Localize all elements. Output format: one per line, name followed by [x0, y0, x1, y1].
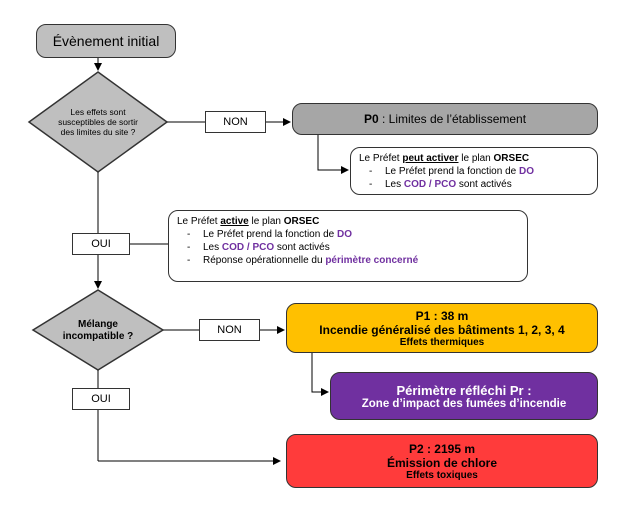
oui-label-2: OUI [72, 388, 130, 410]
non-label-1: NON [205, 111, 266, 133]
note2-item-1: Le Préfet prend la fonction de DO [177, 228, 519, 241]
note2-item-2: Les COD / PCO sont activés [177, 241, 519, 254]
note2-i3a: Réponse opérationnelle du [203, 255, 326, 266]
note-active: Le Préfet active le plan ORSEC Le Préfet… [168, 210, 528, 282]
connector-p0-to-note1 [317, 135, 349, 174]
decision-2-label: Mélange incompatible ? [58, 318, 138, 344]
non-text-2: NON [217, 324, 242, 336]
note2-i3b: périmètre concerné [325, 255, 419, 266]
p0-box: P0 : Limites de l’établissement [292, 103, 598, 135]
note1-item-1: Le Préfet prend la fonction de DO [359, 165, 589, 178]
p1-title: P1 : 38 m [415, 308, 469, 323]
note1-list: Le Préfet prend la fonction de DO Les CO… [359, 165, 589, 191]
note1-t1: Le Préfet [359, 153, 403, 164]
p2-title: P2 : 2195 m [408, 441, 476, 456]
p0-text: : Limites de l’établissement [378, 112, 527, 126]
p1-line3: Effets thermiques [399, 336, 485, 348]
note1-header: Le Préfet peut activer le plan ORSEC [359, 152, 589, 165]
connector-p1-to-pr [311, 352, 329, 396]
note-peut-activer: Le Préfet peut activer le plan ORSEC Le … [350, 147, 598, 195]
p2-line3: Effets toxiques [406, 469, 478, 481]
note1-i2b: COD / PCO [403, 179, 457, 190]
note1-item-2: Les COD / PCO sont activés [359, 178, 589, 191]
note2-t3: le plan [248, 216, 284, 227]
decision-1-label: Les effets sont susceptibles de sortir d… [52, 100, 144, 144]
note2-i2a: Les [203, 242, 222, 253]
p0-label: P0 : Limites de l’établissement [364, 112, 526, 126]
note2-list: Le Préfet prend la fonction de DO Les CO… [177, 228, 519, 267]
start-box: Évènement initial [36, 24, 176, 58]
pr-line2: Zone d’impact des fumées d’incendie [361, 397, 567, 410]
pr-box: Périmètre réfléchi Pr : Zone d’impact de… [330, 372, 598, 420]
note1-i1b: DO [518, 166, 534, 177]
p2-line2: Émission de chlore [386, 455, 498, 470]
note1-i2c: sont activés [456, 179, 512, 190]
p0-code: P0 [363, 112, 379, 126]
note1-t4: ORSEC [493, 153, 530, 164]
non-text-1: NON [223, 116, 248, 128]
p1-box: P1 : 38 m Incendie généralisé des bâtime… [286, 303, 598, 353]
note2-t1: Le Préfet [177, 216, 221, 227]
note2-i2b: COD / PCO [221, 242, 275, 253]
note2-t2: active [220, 216, 249, 227]
note1-i1a: Le Préfet prend la fonction de [385, 166, 519, 177]
non-label-2: NON [199, 319, 260, 341]
p1-line2: Incendie généralisé des bâtiments 1, 2, … [319, 322, 565, 337]
note2-i1b: DO [336, 229, 352, 240]
oui-label-1: OUI [72, 233, 130, 255]
note1-t3: le plan [458, 153, 494, 164]
decision-2-text: Mélange incompatible ? [62, 319, 134, 342]
p2-box: P2 : 2195 m Émission de chlore Effets to… [286, 434, 598, 488]
pr-title: Périmètre réfléchi Pr : [396, 382, 532, 398]
start-label: Évènement initial [52, 33, 160, 49]
oui-text-2: OUI [91, 393, 111, 405]
note2-t4: ORSEC [283, 216, 320, 227]
note2-i2c: sont activés [274, 242, 330, 253]
decision-1-text: Les effets sont susceptibles de sortir d… [58, 107, 138, 137]
note2-header: Le Préfet active le plan ORSEC [177, 215, 519, 228]
note1-i2a: Les [385, 179, 404, 190]
oui-text-1: OUI [91, 238, 111, 250]
note2-i1a: Le Préfet prend la fonction de [203, 229, 337, 240]
note1-t2: peut activer [402, 153, 459, 164]
note2-item-3: Réponse opérationnelle du périmètre conc… [177, 254, 519, 267]
